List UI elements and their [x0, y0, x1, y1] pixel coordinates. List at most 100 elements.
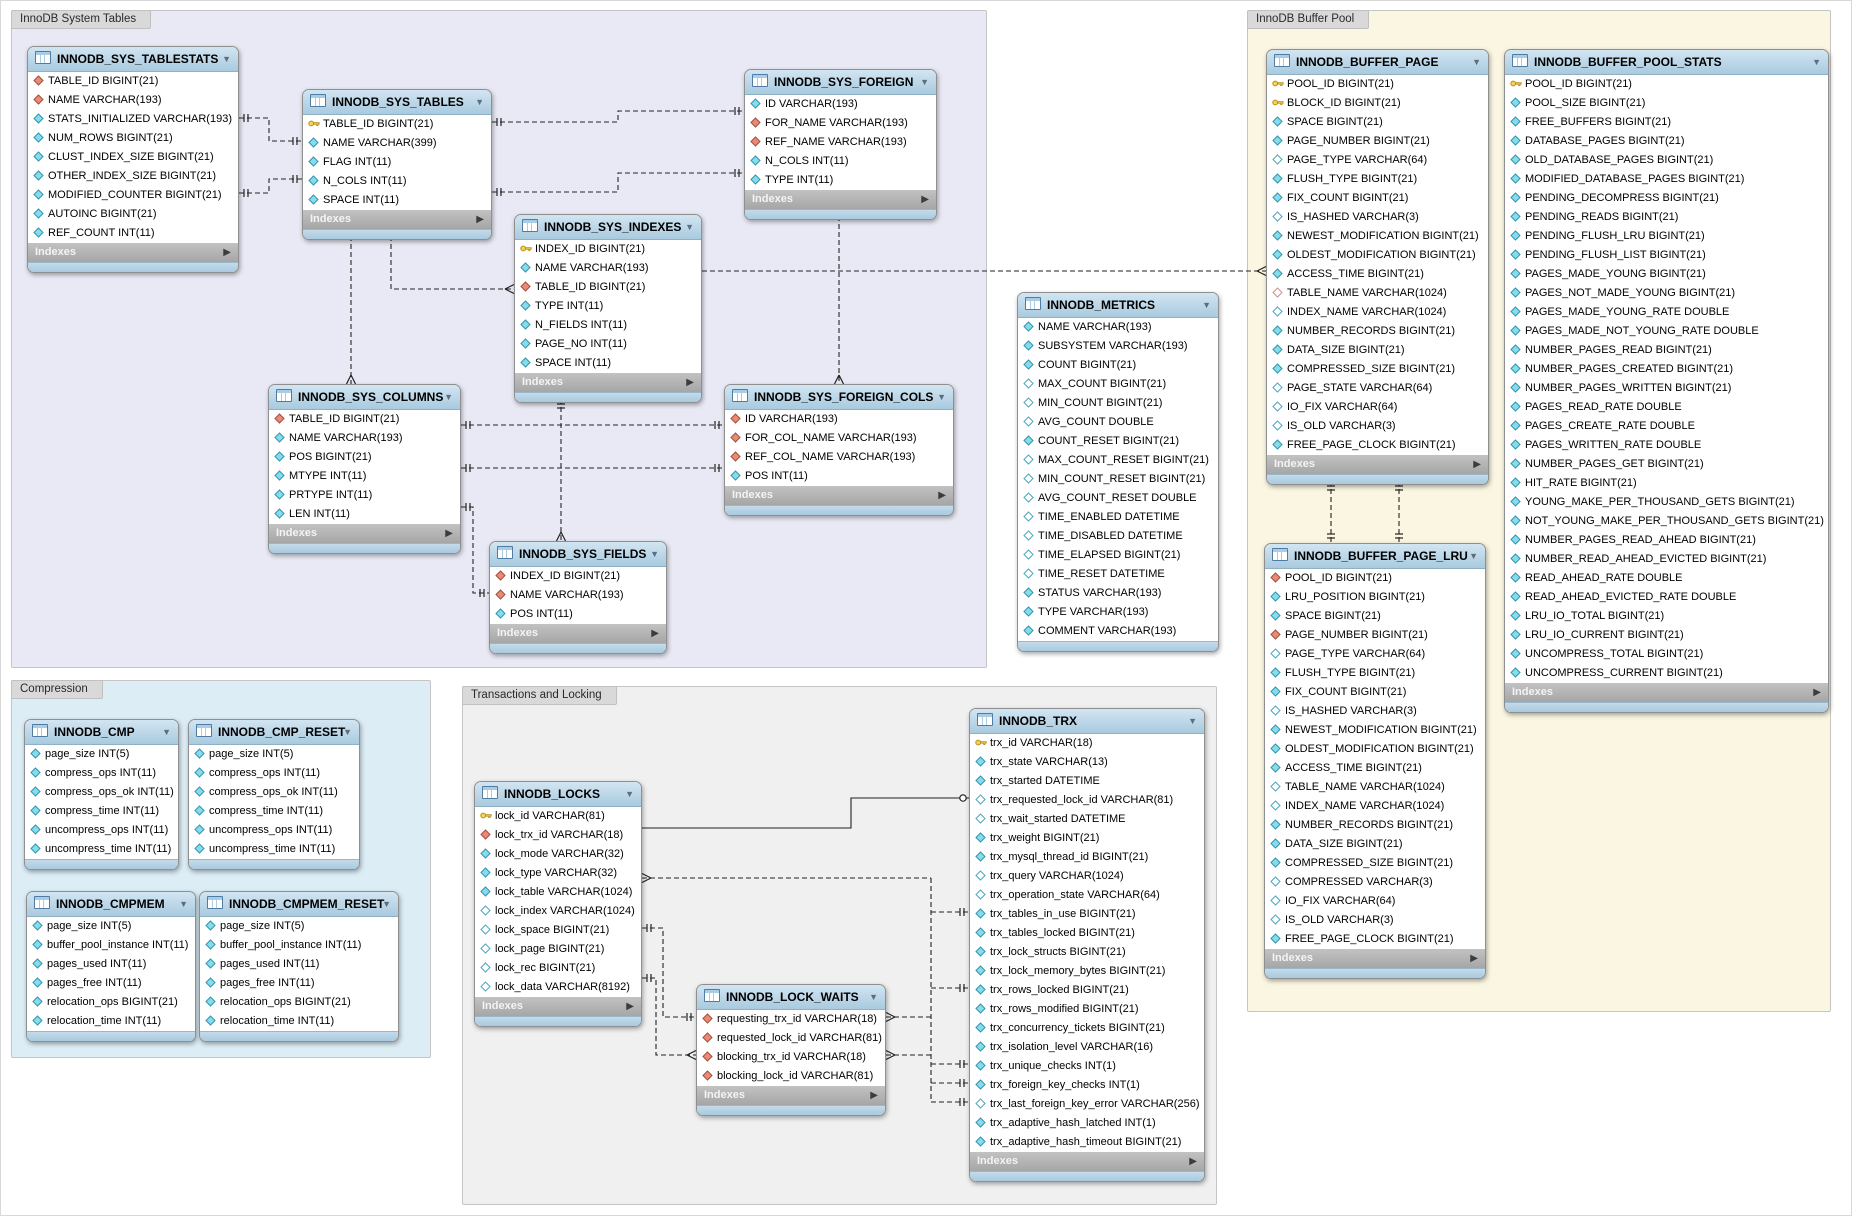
field-row[interactable]: COUNT BIGINT(21) [1018, 356, 1218, 375]
field-row[interactable]: trx_id VARCHAR(18) [970, 734, 1204, 753]
field-row[interactable]: STATUS VARCHAR(193) [1018, 584, 1218, 603]
indexes-bar[interactable]: Indexes▶ [28, 243, 238, 262]
relationship-line[interactable] [642, 927, 696, 1018]
collapse-caret-icon[interactable]: ▼ [179, 899, 188, 909]
table-header[interactable]: INNODB_BUFFER_POOL_STATS▼ [1505, 50, 1828, 75]
field-row[interactable]: IO_FIX VARCHAR(64) [1267, 398, 1488, 417]
field-row[interactable]: trx_lock_structs BIGINT(21) [970, 943, 1204, 962]
table-innodb_buffer_pool_stats[interactable]: INNODB_BUFFER_POOL_STATS▼POOL_ID BIGINT(… [1504, 49, 1829, 713]
field-row[interactable]: trx_state VARCHAR(13) [970, 753, 1204, 772]
field-row[interactable]: PAGES_CREATE_RATE DOUBLE [1505, 417, 1828, 436]
field-row[interactable]: FREE_PAGE_CLOCK BIGINT(21) [1267, 436, 1488, 455]
field-row[interactable]: NUMBER_PAGES_CREATED BIGINT(21) [1505, 360, 1828, 379]
expand-arrow-icon[interactable]: ▶ [1473, 459, 1481, 470]
field-row[interactable]: ID VARCHAR(193) [725, 410, 953, 429]
collapse-caret-icon[interactable]: ▼ [1202, 300, 1211, 310]
field-row[interactable]: N_COLS INT(11) [303, 172, 491, 191]
field-row[interactable]: PAGES_WRITTEN_RATE DOUBLE [1505, 436, 1828, 455]
field-row[interactable]: trx_lock_memory_bytes BIGINT(21) [970, 962, 1204, 981]
field-row[interactable]: compress_ops_ok INT(11) [189, 783, 359, 802]
field-row[interactable]: NAME VARCHAR(399) [303, 134, 491, 153]
field-row[interactable]: FLUSH_TYPE BIGINT(21) [1267, 170, 1488, 189]
field-row[interactable]: LEN INT(11) [269, 505, 460, 524]
table-innodb_sys_indexes[interactable]: INNODB_SYS_INDEXES▼INDEX_ID BIGINT(21)NA… [514, 214, 702, 403]
table-innodb_metrics[interactable]: INNODB_METRICS▼NAME VARCHAR(193)SUBSYSTE… [1017, 292, 1219, 652]
collapse-caret-icon[interactable]: ▼ [222, 54, 231, 64]
indexes-bar[interactable]: Indexes▶ [697, 1086, 885, 1105]
expand-arrow-icon[interactable]: ▶ [1189, 1156, 1197, 1167]
field-row[interactable]: LRU_IO_CURRENT BIGINT(21) [1505, 626, 1828, 645]
field-row[interactable]: TABLE_ID BIGINT(21) [28, 72, 238, 91]
field-row[interactable]: lock_type VARCHAR(32) [475, 864, 641, 883]
field-row[interactable]: trx_concurrency_tickets BIGINT(21) [970, 1019, 1204, 1038]
indexes-bar[interactable]: Indexes▶ [515, 373, 701, 392]
field-row[interactable]: POOL_SIZE BIGINT(21) [1505, 94, 1828, 113]
indexes-bar[interactable]: Indexes▶ [970, 1152, 1204, 1171]
field-row[interactable]: trx_wait_started DATETIME [970, 810, 1204, 829]
field-row[interactable]: OTHER_INDEX_SIZE BIGINT(21) [28, 167, 238, 186]
field-row[interactable]: NAME VARCHAR(193) [28, 91, 238, 110]
field-row[interactable]: FOR_NAME VARCHAR(193) [745, 114, 936, 133]
field-row[interactable]: trx_unique_checks INT(1) [970, 1057, 1204, 1076]
field-row[interactable]: MIN_COUNT_RESET BIGINT(21) [1018, 470, 1218, 489]
table-header[interactable]: INNODB_BUFFER_PAGE▼ [1267, 50, 1488, 75]
field-row[interactable]: ACCESS_TIME BIGINT(21) [1267, 265, 1488, 284]
table-innodb_locks[interactable]: INNODB_LOCKS▼lock_id VARCHAR(81)lock_trx… [474, 781, 642, 1027]
field-row[interactable]: NAME VARCHAR(193) [269, 429, 460, 448]
field-row[interactable]: FOR_COL_NAME VARCHAR(193) [725, 429, 953, 448]
relationship-line[interactable] [642, 977, 696, 1056]
table-header[interactable]: INNODB_CMPMEM▼ [27, 892, 195, 917]
expand-arrow-icon[interactable]: ▶ [626, 1001, 634, 1012]
field-row[interactable]: FREE_PAGE_CLOCK BIGINT(21) [1265, 930, 1485, 949]
field-row[interactable]: N_COLS INT(11) [745, 152, 936, 171]
field-row[interactable]: relocation_time INT(11) [27, 1012, 195, 1031]
table-innodb_sys_foreign_cols[interactable]: INNODB_SYS_FOREIGN_COLS▼ID VARCHAR(193)F… [724, 384, 954, 516]
table-innodb_cmpmem[interactable]: INNODB_CMPMEM▼page_size INT(5)buffer_poo… [26, 891, 196, 1042]
collapse-caret-icon[interactable]: ▼ [869, 992, 878, 1002]
table-header[interactable]: INNODB_SYS_TABLESTATS▼ [28, 47, 238, 72]
field-row[interactable]: pages_used INT(11) [200, 955, 398, 974]
field-row[interactable]: PAGES_NOT_MADE_YOUNG BIGINT(21) [1505, 284, 1828, 303]
field-row[interactable]: PAGE_NUMBER BIGINT(21) [1267, 132, 1488, 151]
relationship-line[interactable] [461, 506, 489, 594]
field-row[interactable]: NUMBER_PAGES_READ BIGINT(21) [1505, 341, 1828, 360]
relationship-line[interactable] [390, 236, 514, 290]
field-row[interactable]: INDEX_NAME VARCHAR(1024) [1265, 797, 1485, 816]
field-row[interactable]: TIME_ENABLED DATETIME [1018, 508, 1218, 527]
indexes-bar[interactable]: Indexes▶ [303, 210, 491, 229]
collapse-caret-icon[interactable]: ▼ [685, 222, 694, 232]
field-row[interactable]: lock_data VARCHAR(8192) [475, 978, 641, 997]
field-row[interactable]: CLUST_INDEX_SIZE BIGINT(21) [28, 148, 238, 167]
field-row[interactable]: DATA_SIZE BIGINT(21) [1265, 835, 1485, 854]
table-header[interactable]: INNODB_CMP▼ [25, 720, 178, 745]
indexes-bar[interactable]: Indexes▶ [745, 190, 936, 209]
expand-arrow-icon[interactable]: ▶ [1470, 953, 1478, 964]
field-row[interactable]: COMMENT VARCHAR(193) [1018, 622, 1218, 641]
field-row[interactable]: MAX_COUNT BIGINT(21) [1018, 375, 1218, 394]
field-row[interactable]: buffer_pool_instance INT(11) [200, 936, 398, 955]
collapse-caret-icon[interactable]: ▼ [1469, 551, 1478, 561]
table-innodb_cmp_reset[interactable]: INNODB_CMP_RESET▼page_size INT(5)compres… [188, 719, 360, 870]
table-header[interactable]: INNODB_TRX▼ [970, 709, 1204, 734]
field-row[interactable]: SPACE INT(11) [303, 191, 491, 210]
field-row[interactable]: SUBSYSTEM VARCHAR(193) [1018, 337, 1218, 356]
field-row[interactable]: FIX_COUNT BIGINT(21) [1267, 189, 1488, 208]
field-row[interactable]: PENDING_READS BIGINT(21) [1505, 208, 1828, 227]
field-row[interactable]: DATABASE_PAGES BIGINT(21) [1505, 132, 1828, 151]
field-row[interactable]: FIX_COUNT BIGINT(21) [1265, 683, 1485, 702]
field-row[interactable]: OLDEST_MODIFICATION BIGINT(21) [1267, 246, 1488, 265]
field-row[interactable]: lock_id VARCHAR(81) [475, 807, 641, 826]
field-row[interactable]: relocation_ops BIGINT(21) [27, 993, 195, 1012]
field-row[interactable]: page_size INT(5) [189, 745, 359, 764]
field-row[interactable]: FLUSH_TYPE BIGINT(21) [1265, 664, 1485, 683]
field-row[interactable]: TABLE_ID BIGINT(21) [269, 410, 460, 429]
field-row[interactable]: TYPE INT(11) [745, 171, 936, 190]
field-row[interactable]: trx_rows_modified BIGINT(21) [970, 1000, 1204, 1019]
field-row[interactable]: NUMBER_PAGES_READ_AHEAD BIGINT(21) [1505, 531, 1828, 550]
field-row[interactable]: MODIFIED_DATABASE_PAGES BIGINT(21) [1505, 170, 1828, 189]
field-row[interactable]: trx_requested_lock_id VARCHAR(81) [970, 791, 1204, 810]
field-row[interactable]: NEWEST_MODIFICATION BIGINT(21) [1265, 721, 1485, 740]
relationship-line[interactable] [492, 172, 744, 193]
field-row[interactable]: TYPE VARCHAR(193) [1018, 603, 1218, 622]
expand-arrow-icon[interactable]: ▶ [938, 490, 946, 501]
